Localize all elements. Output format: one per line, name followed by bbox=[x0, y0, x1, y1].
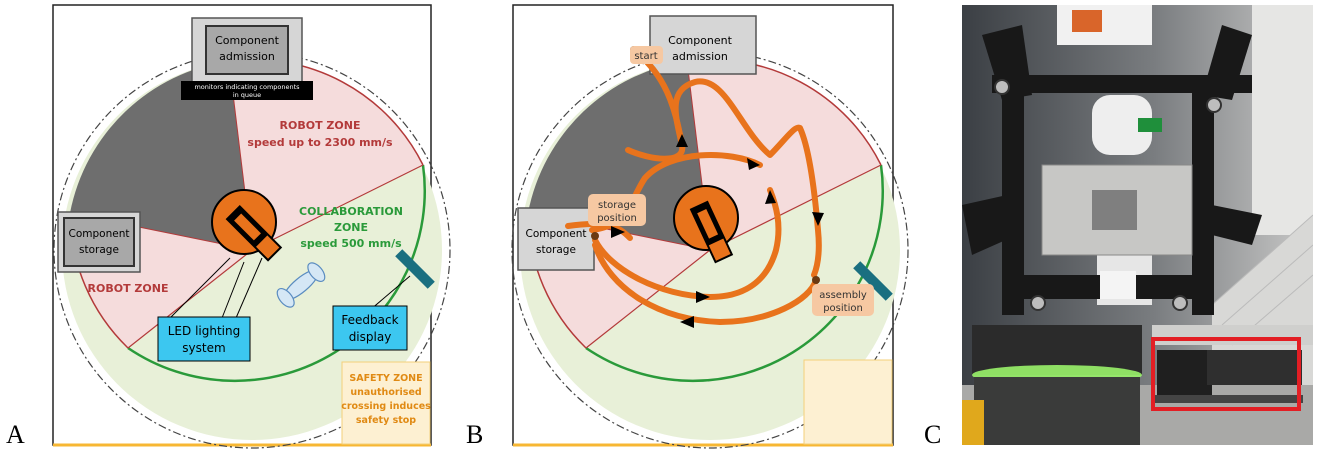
component-storage-box bbox=[63, 217, 135, 267]
svg-text:storage: storage bbox=[536, 244, 576, 256]
robot-zone-fast-speed: speed up to 2300 mm/s bbox=[247, 136, 393, 149]
feedback-display-icon-b bbox=[853, 261, 893, 301]
storage-position-bg bbox=[588, 194, 646, 226]
svg-text:display: display bbox=[349, 330, 392, 344]
panel-label-c: C bbox=[924, 420, 942, 449]
svg-text:position: position bbox=[597, 213, 637, 224]
monitors-note-bg bbox=[181, 81, 313, 100]
feedback-display-icon bbox=[395, 249, 435, 289]
svg-text:system: system bbox=[182, 341, 225, 355]
svg-text:safety stop: safety stop bbox=[356, 415, 416, 426]
svg-text:Component: Component bbox=[668, 34, 733, 47]
robot-zone-fast-title: ROBOT ZONE bbox=[280, 119, 361, 132]
component-admission-label-2: admission bbox=[219, 50, 275, 63]
assembly-position-bg bbox=[812, 284, 874, 316]
robot-arm-icon bbox=[211, 189, 283, 262]
panel-a-diagram: Component admission monitors indicating … bbox=[52, 4, 451, 449]
exit-sign-icon bbox=[1138, 118, 1162, 132]
svg-text:Component: Component bbox=[69, 228, 130, 240]
panel-b-diagram: Component admission Component storage bbox=[511, 4, 909, 449]
robot-zone-fast bbox=[229, 59, 423, 250]
svg-text:in queue: in queue bbox=[233, 91, 261, 99]
restricted-gray-zone bbox=[70, 61, 252, 250]
component-admission-box bbox=[205, 25, 289, 75]
highlight-box bbox=[1151, 337, 1301, 411]
robot-photo-illustration bbox=[962, 5, 1313, 445]
path-arrows bbox=[611, 134, 824, 328]
start-label: start bbox=[634, 51, 657, 62]
component-admission-label-1: Component bbox=[215, 34, 280, 47]
collab-zone-speed: speed 500 mm/s bbox=[300, 237, 402, 250]
svg-text:monitors indicating components: monitors indicating components bbox=[194, 83, 300, 91]
safety-zone-box bbox=[341, 361, 431, 445]
robot-arm-icon-b bbox=[673, 185, 739, 264]
workpiece-icon bbox=[276, 262, 326, 308]
robot-zone-left-title: ROBOT ZONE bbox=[88, 282, 169, 295]
svg-text:admission: admission bbox=[672, 50, 728, 63]
svg-text:storage: storage bbox=[598, 200, 636, 211]
svg-text:Component: Component bbox=[526, 228, 587, 240]
component-admission-box-b bbox=[649, 15, 757, 75]
svg-text:LED lighting: LED lighting bbox=[168, 324, 240, 338]
svg-text:assembly: assembly bbox=[819, 290, 867, 301]
svg-text:unauthorised: unauthorised bbox=[350, 387, 421, 398]
start-label-bg bbox=[630, 46, 663, 64]
panel-label-a: A bbox=[6, 420, 25, 449]
svg-text:Feedback: Feedback bbox=[341, 313, 398, 327]
led-lighting-box bbox=[157, 316, 251, 362]
svg-text:SAFETY ZONE: SAFETY ZONE bbox=[349, 373, 422, 384]
collab-zone-title-2: ZONE bbox=[334, 221, 368, 234]
svg-text:position: position bbox=[823, 303, 863, 314]
component-storage-box-b bbox=[517, 207, 595, 271]
feedback-display-box bbox=[332, 305, 408, 351]
robot-photo bbox=[962, 5, 1313, 445]
svg-text:storage: storage bbox=[79, 244, 119, 256]
safety-zone-box-b bbox=[803, 359, 893, 445]
svg-text:crossing induces: crossing induces bbox=[341, 401, 431, 412]
collab-zone-title-1: COLLABORATION bbox=[299, 205, 403, 218]
panel-label-b: B bbox=[466, 420, 484, 449]
